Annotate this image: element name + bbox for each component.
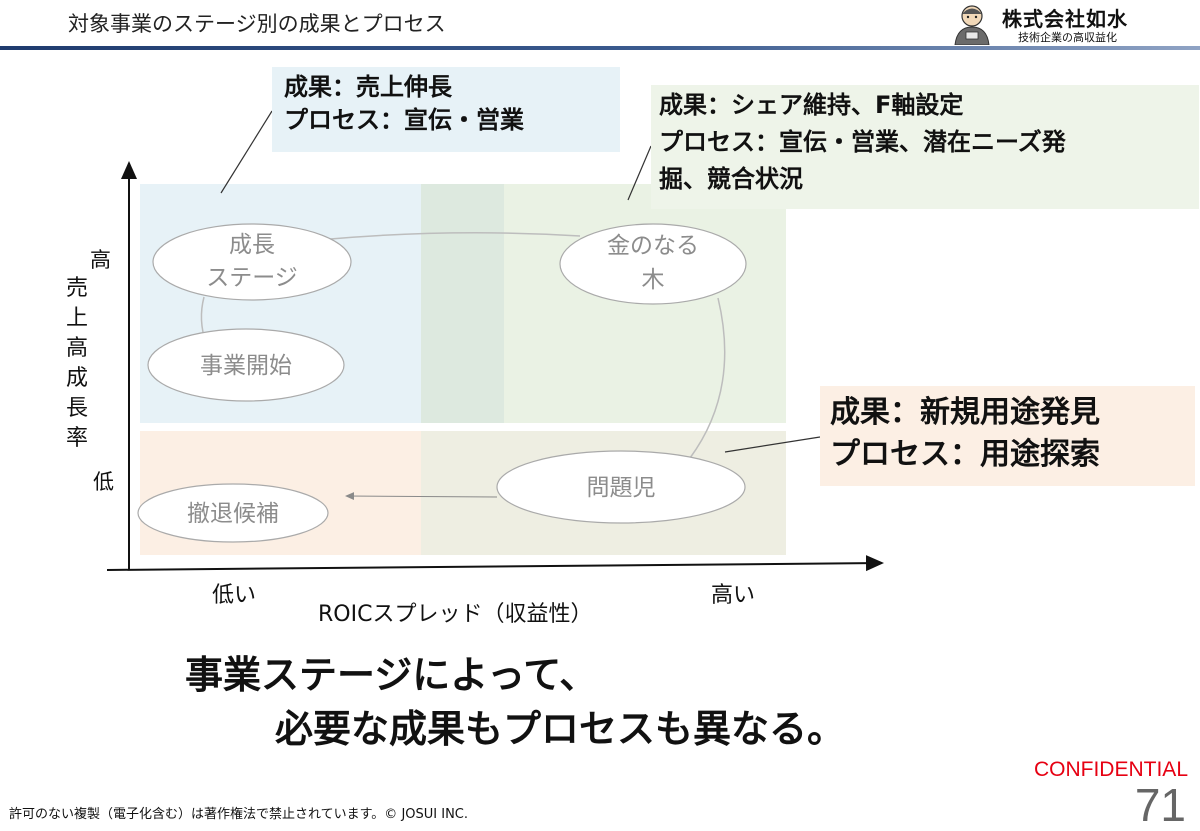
copyright-notice: 許可のない複製（電子化含む）は著作権法で禁止されています。© JOSUI INC… [9,807,469,822]
y-axis-title-char: 長 [66,396,89,421]
conclusion-line-1: 事業ステージによって、 [185,653,598,697]
callout-cash-cow-process: プロセス：宣伝・営業、潜在ニーズ発 [659,128,1066,156]
node-cash-cow-label-1: 金のなる [607,233,699,259]
flow-cash-cow-to-problem-child [689,297,726,459]
node-cash-cow [559,223,747,305]
logo-company-name: 株式会社如水 [1002,7,1128,31]
callout-problem-child: 成果：新規用途発見 プロセス：用途探索 [820,386,1195,486]
node-start-label: 事業開始 [200,353,292,379]
y-axis-title-char: 売 [66,276,89,301]
logo-tagline: 技術企業の高収益化 [1018,31,1117,44]
y-axis-title: 売 上 高 成 長 率 [66,274,88,454]
callout-growth: 成果：売上伸長 プロセス：宣伝・営業 [272,67,620,152]
callout-cash-cow-process-cont: 掘、競合状況 [659,165,803,193]
node-start [147,328,345,402]
y-axis-title-char: 上 [66,306,89,331]
slide-title: 対象事業のステージ別の成果とプロセス [68,12,446,36]
company-logo: 株式会社如水 技術企業の高収益化 [952,3,1192,45]
x-axis-title: ROICスプレッド（収益性） [318,602,593,627]
page-number: 71 [1134,779,1186,831]
leader-line-problem-child [724,436,821,453]
y-axis-title-char: 成 [66,366,89,391]
x-axis-high-label: 高い [711,583,756,608]
leader-line-growth [220,110,273,194]
leader-line-cash-cow [627,145,652,201]
x-axis-low-label: 低い [212,583,257,608]
callout-problem-child-result: 成果：新規用途発見 [830,395,1100,430]
confidential-label: CONFIDENTIAL [1033,758,1188,781]
node-withdraw-label: 撤退候補 [187,501,279,527]
callout-cash-cow-result: 成果：シェア維持、F軸設定 [659,91,964,119]
node-cash-cow-label-2: 木 [642,267,665,293]
mascot-icon [954,5,990,45]
node-growth-label-1: 成長 [229,232,275,258]
header-divider [0,46,1200,50]
flow-problem-child-to-withdraw [345,492,498,501]
conclusion-line-2: 必要な成果もプロセスも異なる。 [275,707,846,751]
callout-problem-child-process: プロセス：用途探索 [830,437,1100,472]
callout-growth-process: プロセス：宣伝・営業 [284,106,524,134]
node-growth-label-2: ステージ [206,265,298,291]
quadrant-overlap-top [421,184,504,423]
callout-cash-cow: 成果：シェア維持、F軸設定 プロセス：宣伝・営業、潜在ニーズ発 掘、競合状況 [651,85,1199,209]
node-problem-child [496,450,746,524]
y-axis-title-char: 率 [66,426,89,451]
y-axis-low-label: 低 [93,470,114,494]
flow-growth-to-cash-cow [317,232,581,241]
callout-growth-result: 成果：売上伸長 [284,73,452,101]
y-axis-high-label: 高 [90,248,111,272]
x-axis [106,555,884,572]
y-axis-title-char: 高 [66,336,89,361]
node-problem-child-label: 問題児 [587,475,656,501]
node-growth [152,223,352,301]
node-withdraw [137,483,329,543]
